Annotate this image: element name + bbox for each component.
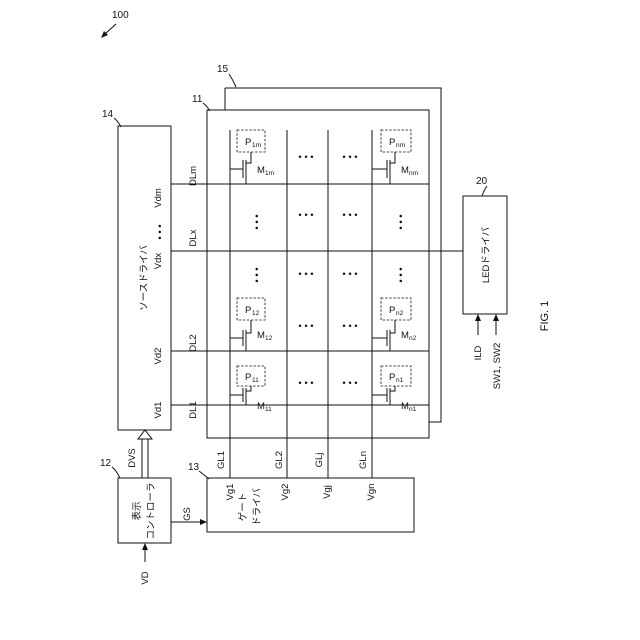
matrix-ellipsis-row-m-a: • • •	[298, 152, 313, 163]
matrix-ellipsis-row-2-b: • • •	[342, 321, 357, 332]
matrix-ellipsis-row-1-a: • • •	[298, 378, 313, 389]
pixel-pn2-sub: n2	[396, 310, 404, 317]
signal-sw-arrowhead	[493, 314, 499, 321]
data-line-label-dlx: DLx	[188, 229, 199, 246]
pixel-pnm-sub: nm	[396, 142, 405, 149]
controller-label-line1: 表示	[131, 501, 143, 520]
ref-gate-driver-leader	[199, 471, 209, 479]
matrix-ellipsis-coln-a: • • •	[396, 214, 407, 229]
matrix-ellipsis-coln-b: • • •	[396, 267, 407, 282]
pixel-p1m-label: P	[245, 137, 251, 148]
gate-output-vg1: Vg1	[225, 484, 236, 501]
signal-ild-label: ILD	[473, 345, 484, 360]
display-controller-block	[118, 478, 171, 543]
matrix-ellipsis-row-y-b: • • •	[342, 269, 357, 280]
pixel-pnm-label: P	[389, 137, 395, 148]
transistor-m1m-label: M	[257, 165, 265, 176]
pixel-p11-sub: 11	[252, 377, 259, 384]
pixel-pn1-label: P	[389, 372, 395, 383]
gate-output-vgj: Vgj	[322, 485, 333, 499]
ref-led-driver-leader	[482, 186, 487, 196]
transistor-mn2-label: M	[401, 330, 409, 341]
gate-output-vg2: Vg2	[280, 484, 291, 501]
pixel-pn1-sub: n1	[396, 377, 404, 384]
pixel-pn2-label: P	[389, 305, 395, 316]
source-output-vd2: Vd2	[153, 348, 164, 365]
controller-label-line2: コントローラ	[146, 482, 157, 539]
data-line-label-dl1: DL1	[188, 401, 199, 418]
matrix-ellipsis-row-m-b: • • •	[342, 152, 357, 163]
signal-sw-label: SW1, SW2	[492, 343, 503, 389]
signal-gs-arrowhead	[200, 519, 207, 525]
gate-line-label-glj: GLj	[314, 453, 325, 468]
matrix-ellipsis-row-y-a: • • •	[298, 269, 313, 280]
source-driver-label: ソースドライバ	[139, 245, 150, 311]
source-output-vdm: Vdm	[153, 188, 164, 208]
transistor-m11-sub: 11	[265, 406, 272, 413]
ref-panel: 11	[192, 94, 203, 105]
led-driver-label: LEDドライバ	[481, 226, 492, 283]
ref-controller-leader	[112, 467, 120, 478]
matrix-ellipsis-row-2-a: • • •	[298, 321, 313, 332]
transistor-mn2-sub: n2	[409, 335, 417, 342]
transistor-m12-sub: 12	[265, 335, 273, 342]
pixel-p12-sub: 12	[252, 310, 260, 317]
signal-vd-label: VD	[140, 571, 151, 584]
pixel-p11-label: P	[245, 372, 251, 383]
data-line-label-dl2: DL2	[188, 334, 199, 351]
signal-dvs-label: DVS	[127, 448, 138, 468]
pixel-p1m-sub: 1m	[252, 142, 261, 149]
transistor-m12-label: M	[257, 330, 265, 341]
transistor-mnm-label: M	[401, 165, 409, 176]
transistor-m1m-sub: 1m	[265, 170, 274, 177]
matrix-ellipsis-col1-a: • • •	[252, 214, 263, 229]
transistor-mnm-sub: nm	[409, 170, 418, 177]
figure-caption: FIG. 1	[539, 301, 551, 332]
matrix-ellipsis-row-x-a: • • •	[298, 210, 313, 221]
gate-driver-label-line1: ゲート	[237, 493, 249, 522]
source-output-ellipsis: • • •	[155, 224, 166, 239]
signal-gs-label: GS	[182, 507, 193, 521]
ref-backlight-leader	[229, 74, 236, 87]
matrix-ellipsis-row-1-b: • • •	[342, 378, 357, 389]
matrix-ellipsis-row-x-b: • • •	[342, 210, 357, 221]
data-line-label-dlm: DLm	[188, 166, 199, 186]
signal-dvs-arrowhead	[138, 430, 152, 439]
gate-line-label-gln: GLn	[358, 451, 369, 469]
gate-output-vgn: Vgn	[366, 484, 377, 501]
transistor-mn1-label: M	[401, 401, 409, 412]
transistor-mn1-sub: n1	[409, 406, 417, 413]
gate-line-label-gl2: GL2	[274, 451, 285, 469]
matrix-ellipsis-col1-b: • • •	[252, 267, 263, 282]
ref-device-leader	[105, 24, 116, 34]
ref-backlight: 15	[217, 64, 229, 75]
ref-controller: 12	[100, 458, 112, 469]
ref-source-driver: 14	[102, 109, 114, 120]
gate-driver-label-line2: ドライバ	[252, 488, 263, 526]
ref-led-driver: 20	[476, 176, 488, 187]
pixel-p12-label: P	[245, 305, 251, 316]
signal-ild-arrowhead	[475, 314, 481, 321]
source-output-vdx: Vdx	[153, 253, 164, 270]
ref-gate-driver: 13	[188, 462, 200, 473]
signal-vd-arrowhead	[142, 543, 148, 550]
source-output-vd1: Vd1	[153, 402, 164, 419]
transistor-m11-label: M	[257, 401, 265, 412]
gate-line-label-gl1: GL1	[216, 451, 227, 469]
ref-device: 100	[112, 10, 129, 21]
